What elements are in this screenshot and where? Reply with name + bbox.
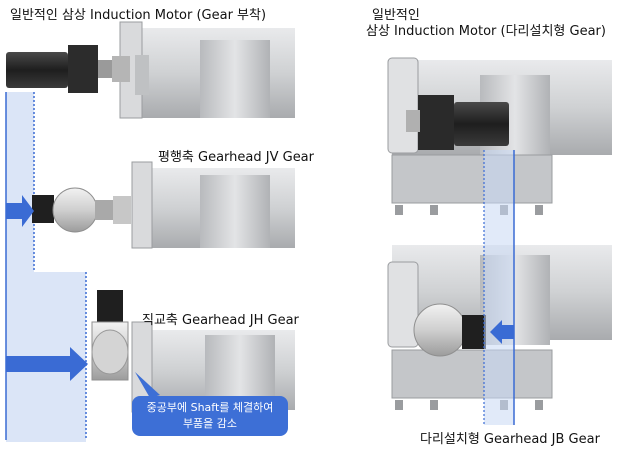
- label-gearhead-jb: 다리설치형 Gearhead JB Gear: [420, 432, 600, 447]
- label-gearhead-jh: 직교축 Gearhead JH Gear: [142, 313, 299, 328]
- arrow-mid: [6, 195, 34, 227]
- callout-pointer: [135, 372, 160, 398]
- shade-band-right: [484, 150, 514, 425]
- arrow-bottom: [6, 347, 88, 381]
- machine-mid: [131, 161, 295, 249]
- gearhead-jb: [413, 303, 486, 357]
- title-right-line1: 일반적인: [372, 8, 420, 23]
- label-induction-motor: 일반적인 삼상 Induction Motor (Gear 부착): [10, 8, 267, 23]
- machine-top: [119, 21, 295, 119]
- motor-right-top: [406, 95, 509, 150]
- shade-region: [6, 92, 86, 442]
- callout-box: 중공부에 Shaft를 체결하여 부품을 감소: [132, 396, 288, 436]
- gearhead-jv: [32, 187, 131, 233]
- callout-line2: 부품을 감소: [182, 417, 238, 430]
- gearhead-jh: [91, 290, 129, 381]
- callout-line1: 중공부에 Shaft를 체결하여: [146, 401, 274, 414]
- arrow-right-bottom: [490, 320, 514, 344]
- label-gearhead-jv: 평행축 Gearhead JV Gear: [158, 150, 314, 165]
- motor-top: [6, 45, 130, 93]
- title-right-line2: 삼상 Induction Motor (다리설치형 Gear): [366, 24, 606, 39]
